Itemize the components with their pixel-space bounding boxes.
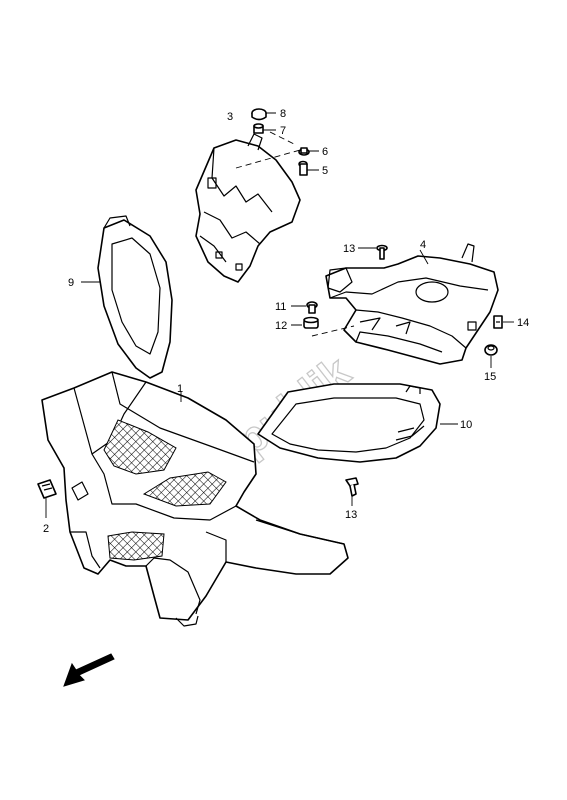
callout-13-lower: 13 [345,509,357,521]
callout-7: 7 [280,125,286,137]
callout-3: 3 [227,111,233,123]
callout-15: 15 [484,371,496,383]
part-13-screw-upper [376,244,388,260]
callout-11: 11 [275,301,286,313]
part-5-bolt [298,160,308,176]
part-6-washer [298,147,310,156]
callout-4: 4 [420,239,426,251]
part-7-collar [253,123,264,134]
part-12-nut [303,316,319,329]
callout-6: 6 [322,146,328,158]
callout-9: 9 [68,277,74,289]
part-1-front-fascia [41,371,349,627]
callout-13-upper: 13 [343,243,355,255]
part-4-under-cover [325,243,499,365]
callout-14: 14 [517,317,529,329]
part-13-screw-lower [345,477,359,497]
callout-10: 10 [460,419,472,431]
part-9-frame [97,215,173,379]
part-15-grommet [484,344,498,356]
front-direction-arrow-icon [63,653,115,687]
callout-5: 5 [322,165,328,177]
callout-12: 12 [275,320,287,332]
callout-1: 1 [177,383,183,395]
part-2-clip [37,479,57,499]
part-10-bezel [257,383,441,463]
callout-8: 8 [280,108,286,120]
part-11-screw [306,301,318,314]
part-8-nut [251,108,267,121]
callout-2: 2 [43,523,49,535]
part-14-clip [493,315,503,329]
part-3-bracket [195,133,301,283]
